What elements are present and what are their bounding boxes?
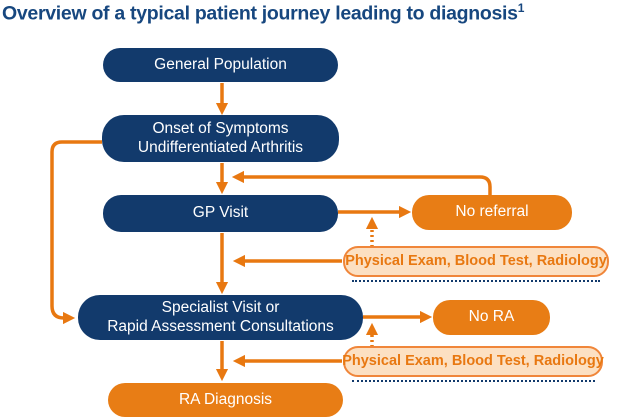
arrow-onset-loop-to-specialist — [50, 140, 102, 325]
node-specialist-line2: Rapid Assessment Consultations — [107, 317, 334, 335]
node-onset-of-symptoms: Onset of Symptoms Undifferentiated Arthr… — [102, 115, 339, 162]
node-no-ra-label: No RA — [468, 308, 515, 326]
node-no-ra: No RA — [433, 300, 550, 335]
node-general-population: General Population — [103, 48, 338, 82]
node-no-referral: No referral — [412, 195, 572, 230]
node-ra-diagnosis: RA Diagnosis — [108, 383, 343, 417]
node-tests-specialist-label: Physical Exam, Blood Test, Radiology — [342, 352, 604, 369]
tests-gp-dotted-underline — [352, 280, 600, 282]
node-general-population-label: General Population — [154, 55, 287, 73]
node-specialist-visit: Specialist Visit or Rapid Assessment Con… — [78, 295, 363, 340]
node-gp-visit: GP Visit — [103, 195, 338, 232]
node-gp-visit-label: GP Visit — [192, 204, 249, 222]
node-onset-line1: Onset of Symptoms — [152, 119, 289, 137]
node-tests-specialist: Physical Exam, Blood Test, Radiology — [342, 346, 604, 377]
page-title: Overview of a typical patient journey le… — [2, 1, 524, 26]
node-ra-diagnosis-label: RA Diagnosis — [178, 390, 273, 408]
node-tests-gp: Physical Exam, Blood Test, Radiology — [343, 246, 609, 277]
node-specialist-line1: Specialist Visit or — [161, 298, 280, 316]
node-onset-line2: Undifferentiated Arthritis — [137, 138, 304, 156]
page-title-footnote-marker: 1 — [517, 1, 525, 15]
node-tests-gp-label: Physical Exam, Blood Test, Radiology — [345, 252, 607, 269]
page-title-text: Overview of a typical patient journey le… — [2, 2, 518, 25]
arrow-no-referral-back-to-onset — [231, 170, 492, 195]
node-no-referral-label: No referral — [455, 203, 529, 221]
tests-specialist-dotted-underline — [352, 380, 595, 382]
